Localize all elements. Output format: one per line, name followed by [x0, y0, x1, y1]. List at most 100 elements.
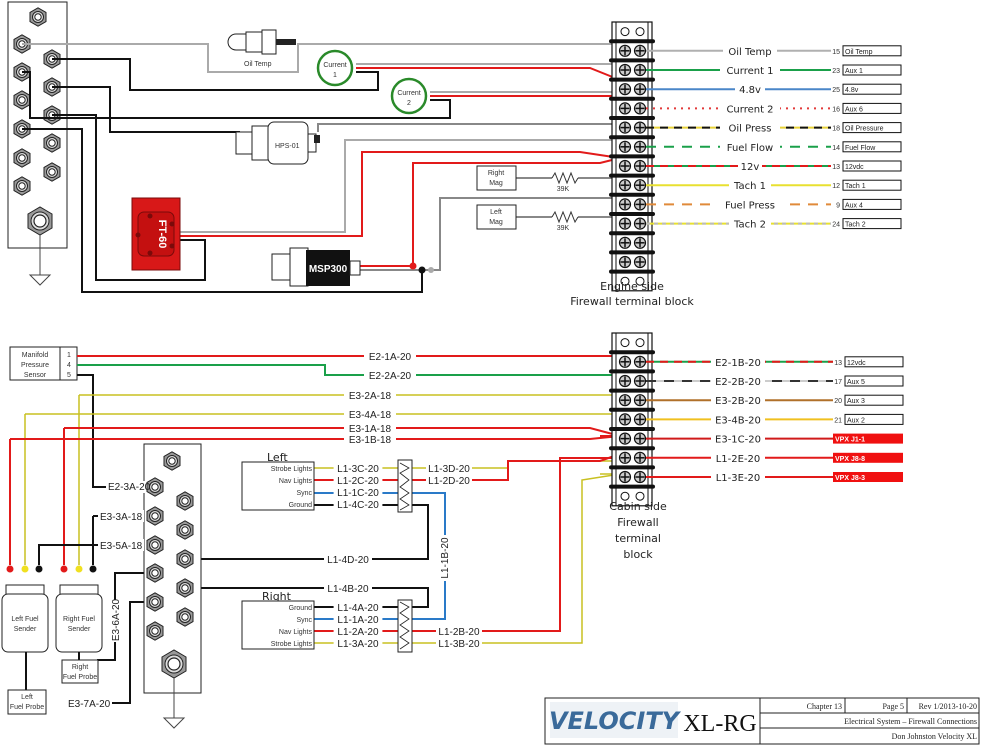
destination-label: Aux 3 [847, 398, 865, 405]
mount-hole [620, 27, 630, 37]
destination-label: Aux 6 [845, 106, 863, 113]
wire-label-l1-3b: L1-3B-20 [438, 639, 480, 650]
light-pin-name: Nav Lights [279, 478, 313, 485]
terminal-screw [618, 82, 632, 96]
cabin-caption-2: Firewall [617, 516, 658, 529]
light-pin-name: Strobe Lights [271, 466, 313, 473]
light-wire-label: L1-1C-20 [337, 488, 379, 499]
cabin-wires [9, 355, 621, 704]
wire-label: Fuel Press [725, 200, 775, 211]
left-lights-box: Left [241, 451, 315, 511]
terminal-barrier [609, 116, 655, 120]
wire-label-bg [723, 43, 777, 57]
wire-label-bg [711, 354, 765, 368]
wire-label-bg [738, 159, 762, 172]
light-wire-label: L1-2A-20 [337, 627, 379, 638]
terminal-screw [618, 159, 632, 173]
destination-label: Oil Temp [845, 49, 873, 56]
destination-label: 12vdc [847, 360, 866, 367]
terminal-barrier [609, 465, 655, 470]
wire-label: 4.8v [739, 85, 761, 96]
manifold-pressure-sensor: Manifold Pressure Sensor 1 4 5 [9, 346, 78, 381]
ground-symbol-engine [29, 274, 51, 286]
terminal-screw [633, 255, 647, 269]
manifold-label-3: Sensor [24, 372, 47, 379]
terminal-screw [633, 159, 647, 173]
wire-label-l1-4d: L1-4D-20 [327, 555, 369, 566]
wire-label-bg [711, 412, 765, 426]
terminal-screw [618, 355, 632, 369]
terminal-screw [633, 393, 647, 407]
cabin-caption-3: terminal [615, 532, 661, 545]
wire-label-l1-2b: L1-2B-20 [438, 627, 480, 638]
terminal-screw [633, 236, 647, 250]
terminal-screw [633, 102, 647, 115]
terminal-screw [618, 255, 632, 269]
terminal-screw [618, 178, 632, 192]
destination-box [842, 122, 902, 134]
pin-number: 24 [832, 222, 840, 229]
current1-label: Current [323, 62, 346, 69]
left-probe-label-1: Left [21, 694, 33, 701]
terminal-screw [633, 63, 647, 77]
left-mag-box: Left Mag 39K [476, 204, 570, 232]
right-mag-box: Right Mag 39K [476, 165, 570, 193]
terminal-screw [633, 140, 647, 154]
terminal-screw [618, 44, 632, 58]
terminal-barrier [609, 446, 655, 451]
wire-label-bg [729, 178, 771, 192]
light-wire-label: L1-2C-20 [337, 476, 379, 487]
destination-label: Tach 1 [845, 183, 866, 190]
current1-number: 1 [333, 72, 337, 79]
light-pin-name: Ground [289, 502, 312, 509]
wire-label: Tach 2 [733, 220, 766, 231]
hps-label: HPS-01 [275, 143, 300, 150]
destination-label: Oil Pressure [845, 126, 884, 133]
terminal-screw [618, 470, 632, 484]
left-sender-label-2: Sender [14, 626, 37, 633]
ft-60-flow-sensor: FT-60 [131, 197, 181, 271]
resistor-left-label: 39K [557, 225, 570, 232]
terminal-screw [633, 44, 647, 58]
terminal-screw [618, 198, 632, 211]
ft60-label: FT-60 [156, 220, 168, 249]
manifold-label-2: Pressure [21, 362, 49, 369]
terminal-barrier [609, 77, 655, 82]
wire-label-bg [333, 613, 383, 625]
pin-number: 15 [832, 49, 840, 56]
pin-number: 18 [832, 126, 840, 133]
wire-label: E3-1C-20 [715, 435, 761, 446]
msp300-sensor: MSP300 [271, 247, 361, 287]
terminal-barrier [609, 231, 655, 236]
light-pin: Nav Lights L1-2C-20 [279, 474, 383, 487]
light-pin-name: Sync [296, 490, 312, 497]
cabin-ground-block [143, 443, 202, 729]
terminal-screw [633, 451, 647, 465]
destination-label: VPX J8-8 [835, 456, 865, 463]
terminal-barrier [609, 173, 655, 178]
left-mag-line1: Left [490, 209, 502, 216]
manifold-label-1: Manifold [22, 352, 49, 359]
wire-label-e3-3a: E3-3A-18 [100, 512, 143, 523]
terminal-screw [633, 374, 647, 388]
pin-number: 13 [832, 164, 840, 171]
wire-label-e2-1a: E2-1A-20 [369, 352, 412, 363]
wire-label-bg [711, 431, 765, 445]
wire-label: Oil Press [729, 124, 772, 135]
mount-hole [635, 27, 645, 37]
wire-label-e3-1a: E3-1A-18 [349, 424, 392, 435]
destination-box [844, 413, 904, 425]
right-probe-label-1: Right [72, 664, 88, 671]
right-mag-line2: Mag [489, 180, 503, 187]
mount-hole [620, 276, 630, 286]
left-lights-title: Left [267, 451, 288, 464]
